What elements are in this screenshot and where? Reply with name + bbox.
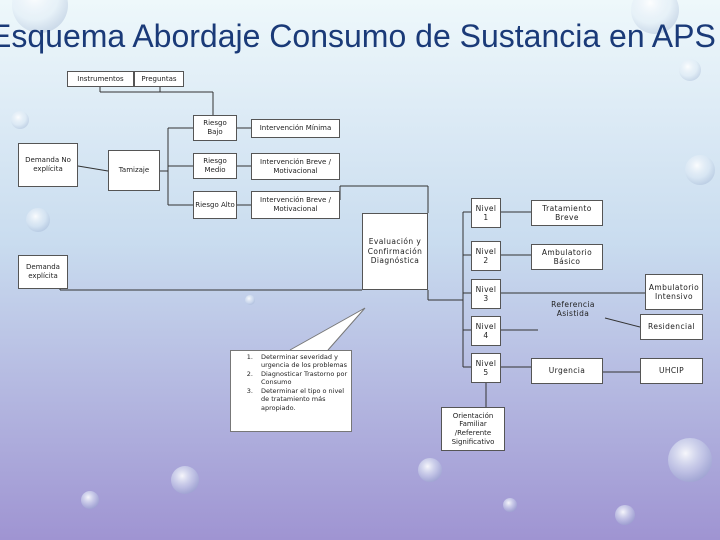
intervencion-breve-medio-box: Intervención Breve / Motivacional [251,153,340,180]
page-title: Esquema Abordaje Consumo de Sustancia en… [0,18,716,54]
nivel-2-box: Nivel 2 [471,241,501,271]
callout-list: Determinar severidad y urgencia de los p… [231,351,351,412]
intervencion-breve-alto-box: Intervención Breve / Motivacional [251,191,340,219]
uhcip-box: UHCIP [640,358,703,384]
preguntas-box: Preguntas [134,71,184,87]
tamizaje-box: Tamizaje [108,150,160,191]
nivel-4-box: Nivel 4 [471,316,501,346]
callout-item: Determinar severidad y urgencia de los p… [255,353,349,370]
demanda-no-explicita-box: Demanda No explícita [18,143,78,187]
nivel-5-box: Nivel 5 [471,353,501,383]
urgencia-box: Urgencia [531,358,603,384]
callout-item: Determinar el tipo o nivel de tratamient… [255,387,349,412]
riesgo-medio-box: Riesgo Medio [193,153,237,179]
residencial-box: Residencial [640,314,703,340]
ambulatorio-intensivo-box: Ambulatorio Intensivo [645,274,703,310]
callout-item: Diagnosticar Trastorno por Consumo [255,370,349,387]
referencia-asistida-label: Referencia Asistida [551,300,595,319]
tratamiento-breve-box: Tratamiento Breve [531,200,603,226]
nivel-3-box: Nivel 3 [471,279,501,309]
instrumentos-box: Instrumentos [67,71,134,87]
ambulatorio-basico-box: Ambulatorio Básico [531,244,603,270]
riesgo-alto-box: Riesgo Alto [193,191,237,219]
riesgo-bajo-box: Riesgo Bajo [193,115,237,141]
callout-box: Determinar severidad y urgencia de los p… [230,350,352,432]
evaluacion-box: Evaluación y Confirmación Diagnóstica [362,213,428,290]
nivel-1-box: Nivel 1 [471,198,501,228]
intervencion-minima-box: Intervención Mínima [251,119,340,138]
orientacion-familiar-box: Orientación Familiar /Referente Signific… [441,407,505,451]
demanda-explicita-box: Demanda explícita [18,255,68,289]
